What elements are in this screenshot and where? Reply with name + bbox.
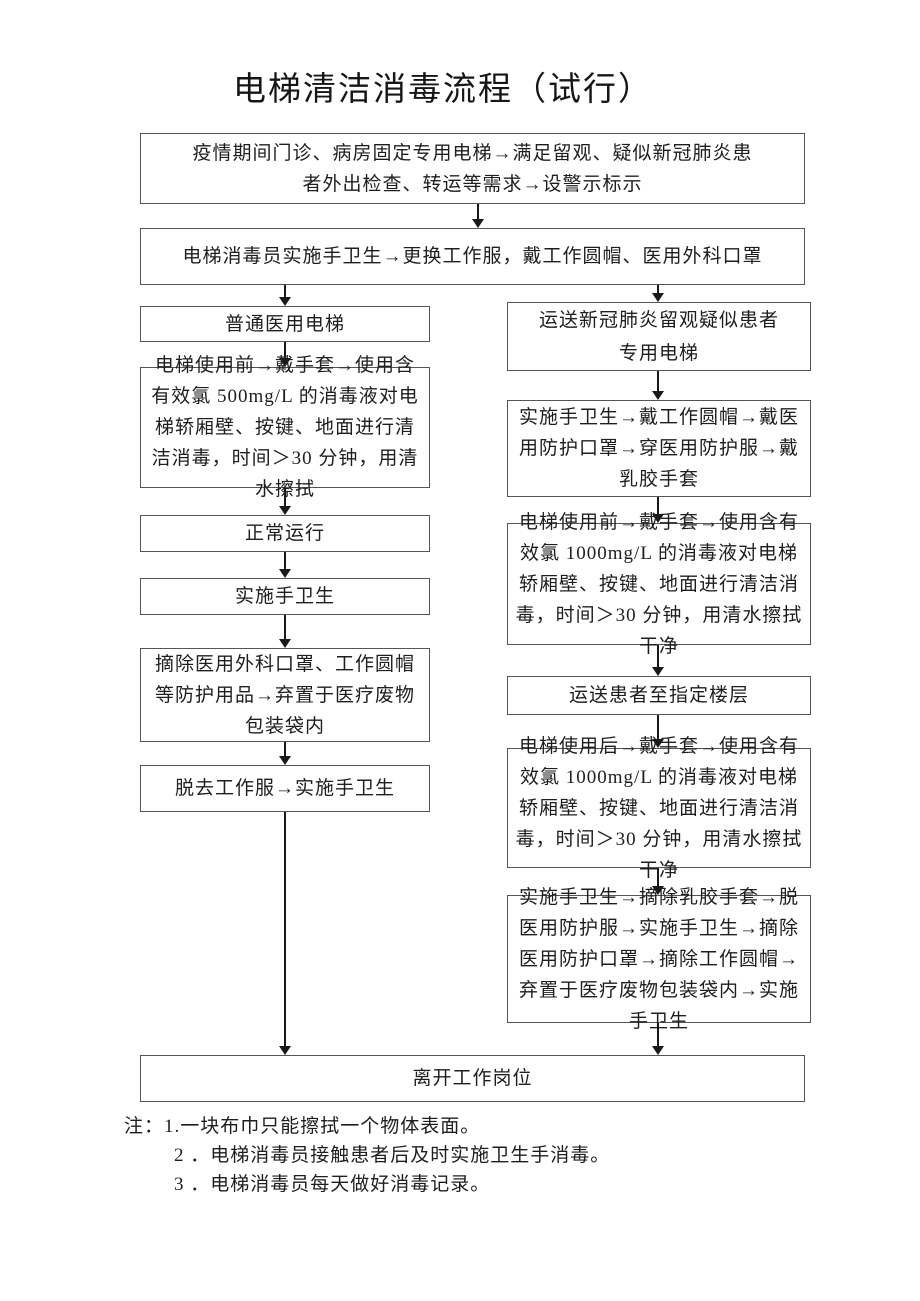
down-arrow-right-3 [652,645,664,676]
note-line-1: 注：1.一块布巾只能擦拭一个物体表面。 [124,1112,610,1141]
flow-box-doff-ppe-sequence: 实施手卫生→摘除乳胶手套→脱医用防护服→实施手卫生→摘除医用防护口罩→摘除工作圆… [507,887,811,1032]
down-arrow-right-5 [652,868,664,895]
note-text-1: 1.一块布巾只能擦拭一个物体表面。 [164,1116,481,1137]
down-arrow-right-to-end [652,1023,664,1055]
down-arrow-left-4 [279,615,291,648]
down-arrow-prepare-to-dedicated [652,285,664,302]
flow-box-ordinary-elevator: 普通医用电梯 [140,306,430,342]
notes-section: 注：1.一块布巾只能擦拭一个物体表面。 2 ．电梯消毒员接触患者后及时实施卫生手… [124,1112,610,1199]
flow-box-epidemic-elevator-setup: 疫情期间门诊、病房固定专用电梯→满足留观、疑似新冠肺炎患者外出检查、转运等需求→… [140,133,805,204]
down-arrow-right-2 [652,497,664,523]
flow-box-pre-use-disinfection-1000: 电梯使用前→戴手套→使用含有效氯 1000mg/L 的消毒液对电梯轿厢壁、按键、… [507,512,811,657]
flow-box-don-ppe: 实施手卫生→戴工作圆帽→戴医用防护口罩→穿医用防护服→戴乳胶手套 [507,400,811,497]
down-arrow-left-3 [279,552,291,578]
flow-box-normal-operation: 正常运行 [140,515,430,552]
down-arrow-right-4 [652,715,664,748]
flow-box-pre-use-disinfection-500: 电梯使用前→戴手套→使用含有效氯 500mg/L 的消毒液对电梯轿厢壁、按键、地… [140,355,430,500]
flow-box-hand-hygiene: 实施手卫生 [140,578,430,615]
page-title: 电梯清洁消毒流程（试行） [233,72,653,108]
note-text-3: 3 ．电梯消毒员每天做好消毒记录。 [174,1174,491,1195]
flow-box-transport-patient: 运送患者至指定楼层 [507,676,811,715]
down-arrow-left-to-end [279,812,291,1055]
note-line-2: 2 ．电梯消毒员接触患者后及时实施卫生手消毒。 [124,1141,610,1170]
down-arrow-left-2 [279,488,291,515]
note-text-2: 2 ．电梯消毒员接触患者后及时实施卫生手消毒。 [174,1145,611,1166]
down-arrow-prepare-to-ordinary [279,285,291,306]
flow-box-remove-ppe-discard: 摘除医用外科口罩、工作圆帽等防护用品→弃置于医疗废物包装袋内 [140,648,430,742]
note-line-3: 3 ．电梯消毒员每天做好消毒记录。 [124,1170,610,1199]
flow-box-disinfector-preparation: 电梯消毒员实施手卫生→更换工作服，戴工作圆帽、医用外科口罩 [140,228,805,285]
flow-box-post-use-disinfection-1000: 电梯使用后→戴手套→使用含有效氯 1000mg/L 的消毒液对电梯轿厢壁、按键、… [507,736,811,881]
flow-box-remove-workwear-hand-hygiene: 脱去工作服→实施手卫生 [140,765,430,812]
down-arrow-right-1 [652,371,664,400]
notes-prefix-label: 注： [124,1116,165,1137]
down-arrow-left-1 [279,342,291,367]
flow-box-dedicated-elevator: 运送新冠肺炎留观疑似患者专用电梯 [507,302,811,371]
down-arrow-start-to-prepare [472,204,484,228]
down-arrow-left-5 [279,742,291,765]
flow-box-leave-post: 离开工作岗位 [140,1055,805,1102]
